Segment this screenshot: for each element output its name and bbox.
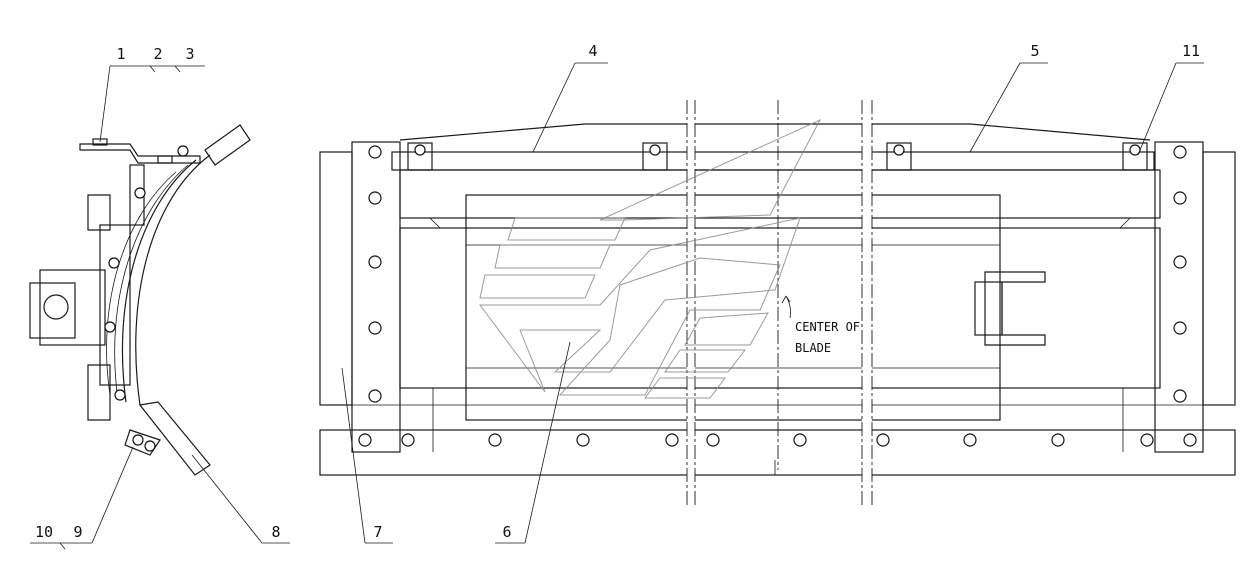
leader-lines (30, 62, 1204, 550)
center-of-blade-note: CENTER OF BLADE (795, 320, 860, 355)
callout-1: 1 (116, 45, 125, 63)
callout-11: 11 (1182, 42, 1200, 60)
callout-3: 3 (185, 45, 194, 63)
watermark-logo (479, 118, 822, 399)
callout-8: 8 (271, 523, 280, 541)
callout-10: 10 (35, 523, 53, 541)
bottom-bolts (358, 433, 1197, 447)
note-line-1: CENTER OF (795, 320, 860, 334)
callout-5: 5 (1030, 42, 1039, 60)
note-line-2: BLADE (795, 341, 831, 355)
front-view (319, 100, 1236, 505)
side-bolts (368, 145, 1187, 403)
callout-9: 9 (73, 523, 82, 541)
top-bolts (407, 142, 1148, 171)
callout-4: 4 (588, 42, 597, 60)
callout-2: 2 (153, 45, 162, 63)
side-view (29, 124, 251, 476)
callout-6: 6 (502, 523, 511, 541)
callout-labels: 1 2 3 4 5 6 7 8 9 10 11 (35, 42, 1200, 541)
callout-7: 7 (373, 523, 382, 541)
